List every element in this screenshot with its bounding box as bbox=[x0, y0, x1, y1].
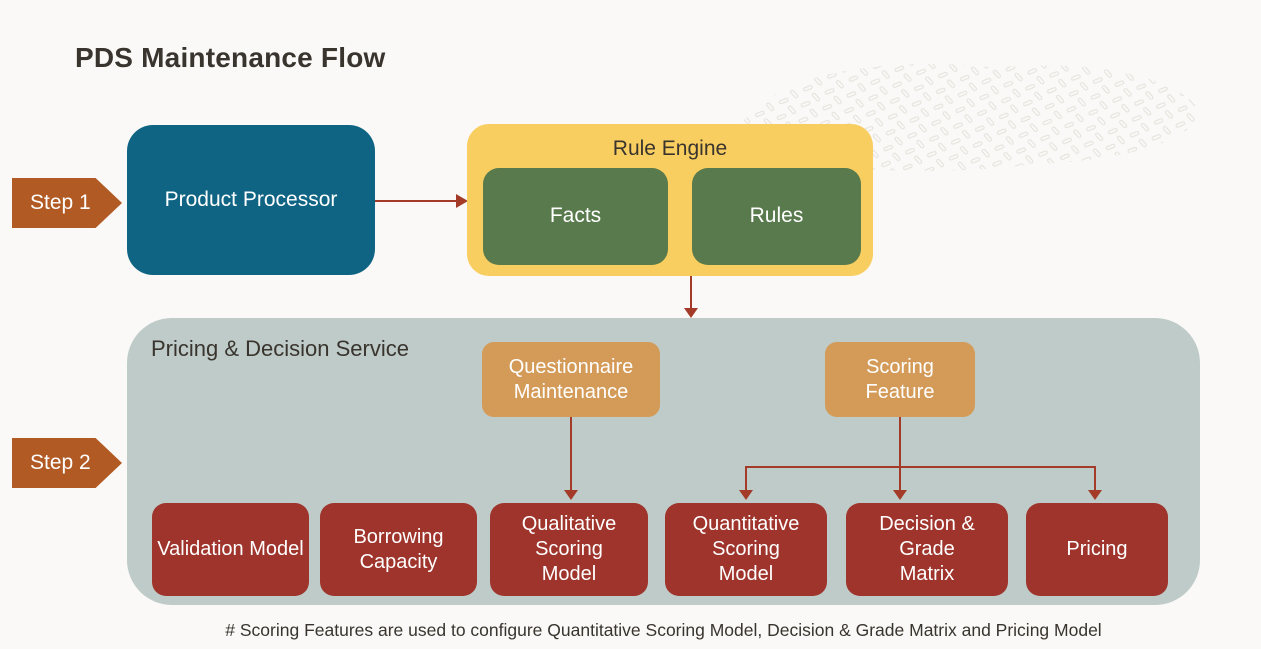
arrowhead-down-icon bbox=[564, 490, 578, 500]
step1-chevron: Step 1 bbox=[12, 178, 122, 228]
arrow-branch-to-quantitative bbox=[745, 466, 747, 491]
quantitative-scoring-model-node: Quantitative Scoring Model bbox=[665, 503, 827, 596]
arrow-ruleengine-to-pds bbox=[690, 276, 692, 309]
qualitative-scoring-model-node: Qualitative Scoring Model bbox=[490, 503, 648, 596]
questionnaire-maintenance-node: Questionnaire Maintenance bbox=[482, 342, 660, 417]
step2-label: Step 2 bbox=[30, 451, 91, 474]
pricing-node: Pricing bbox=[1026, 503, 1168, 596]
validation-model-node: Validation Model bbox=[152, 503, 309, 596]
page-title: PDS Maintenance Flow bbox=[75, 42, 386, 73]
step2-chevron: Step 2 bbox=[12, 438, 122, 488]
footnote: # Scoring Features are used to configure… bbox=[225, 620, 1102, 640]
product-processor-node: Product Processor bbox=[127, 125, 375, 275]
arrowhead-down-icon bbox=[893, 490, 907, 500]
arrow-scoringfeature-branch bbox=[745, 466, 1096, 468]
rule-engine-group: Rule Engine Facts Rules bbox=[467, 124, 873, 276]
arrow-branch-to-pricing bbox=[1094, 466, 1096, 491]
pricing-decision-service-panel: Pricing & Decision Service Questionnaire… bbox=[127, 318, 1200, 605]
arrowhead-right-icon bbox=[456, 194, 468, 208]
borrowing-capacity-node: Borrowing Capacity bbox=[320, 503, 477, 596]
arrowhead-down-icon bbox=[739, 490, 753, 500]
arrowhead-down-icon bbox=[1088, 490, 1102, 500]
arrow-scoringfeature-stem bbox=[899, 417, 901, 467]
scoring-feature-node: Scoring Feature bbox=[825, 342, 975, 417]
arrow-branch-to-decision bbox=[899, 466, 901, 491]
arrowhead-down-icon bbox=[684, 308, 698, 318]
step1-label: Step 1 bbox=[30, 191, 91, 214]
rules-node: Rules bbox=[692, 168, 861, 265]
arrow-pp-to-ruleengine bbox=[375, 200, 457, 202]
pds-panel-title: Pricing & Decision Service bbox=[151, 336, 409, 361]
facts-node: Facts bbox=[483, 168, 668, 265]
decision-grade-matrix-node: Decision & Grade Matrix bbox=[846, 503, 1008, 596]
rule-engine-title: Rule Engine bbox=[612, 137, 728, 160]
arrow-questionnaire-to-qualitative bbox=[570, 417, 572, 491]
